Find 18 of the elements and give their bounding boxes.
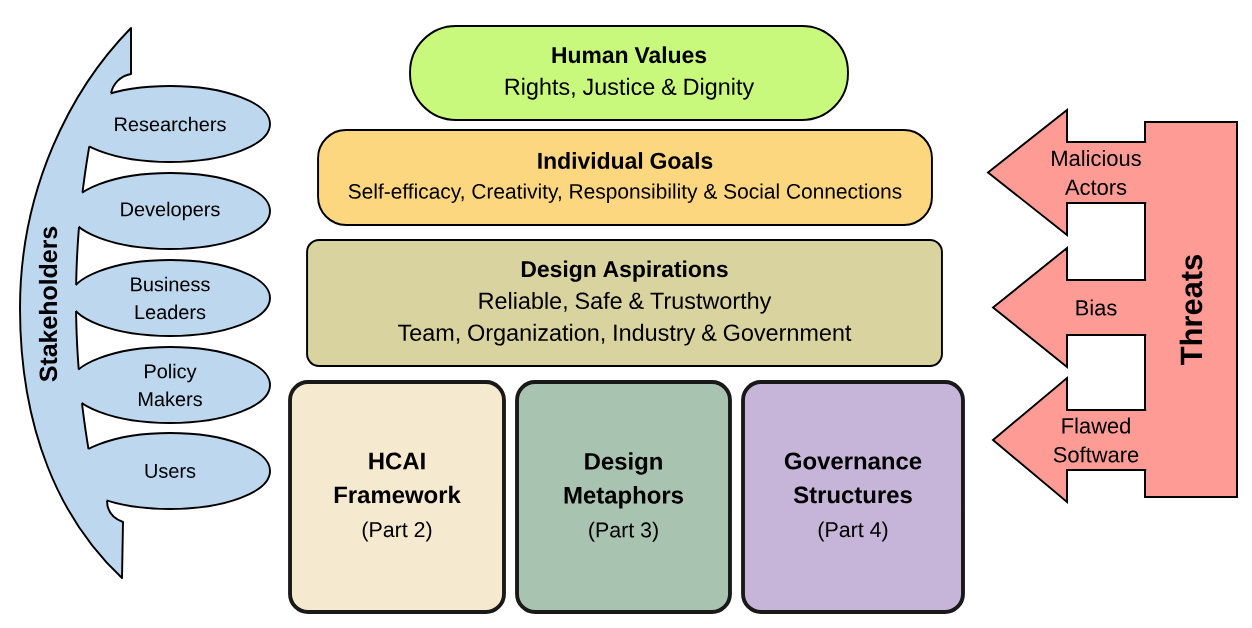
ellipse-tab: Business Leaders [69, 259, 271, 337]
ellipse-tab: Developers [69, 172, 271, 250]
ellipse-tab: Users [69, 432, 271, 510]
node-label: Stakeholders [38, 226, 58, 382]
edge-label: Flawed Software [1053, 417, 1139, 463]
block-arrow [986, 108, 1148, 237]
pill-box: Human Values Rights, Justice & Dignity [409, 25, 849, 121]
edge-label: Bias [1076, 299, 1117, 316]
layer-box: Design Aspirations Reliable, Safe & Trustworthy Team, Organization, Industry & Government [306, 239, 943, 367]
vertical-band: Threats [1144, 121, 1238, 498]
layer-box: Individual Goals Self-efficacy, Creativity, Responsibility & Social Connections [317, 129, 933, 226]
pillar-box: Design Metaphors (Part 3) [515, 380, 732, 614]
block-arrow [991, 375, 1148, 505]
block-arrow [991, 245, 1148, 369]
pillar-box: HCAI Framework (Part 2) [288, 380, 506, 614]
ellipse-tab: Policy Makers [69, 346, 271, 424]
edge-label: Malicious Actors [1052, 150, 1141, 195]
pillar-box: Governance Structures (Part 4) [741, 380, 965, 614]
